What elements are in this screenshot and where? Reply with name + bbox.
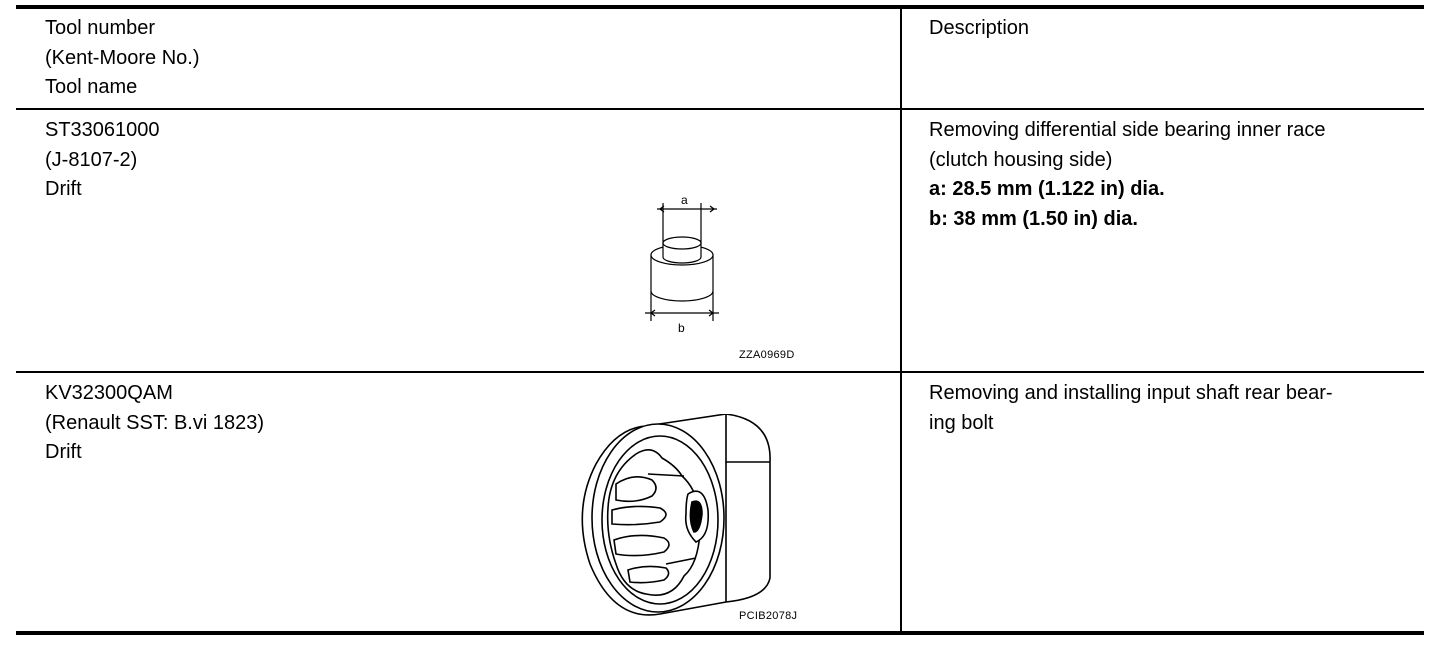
drift-tool-illustration — [581, 414, 771, 616]
header-tool-name: Tool name — [45, 76, 138, 98]
row-2-illustration-code: PCIB2078J — [739, 610, 798, 622]
drift-dimension-illustration: a b — [645, 193, 719, 335]
row-2-tool-name: Drift — [45, 441, 82, 463]
row-divider — [16, 371, 1424, 373]
row-1-kent-moore-number: (J-8107-2) — [45, 148, 138, 171]
row-2-description-line-1: Removing and installing input shaft rear… — [929, 382, 1333, 404]
row-1-illustration-code: ZZA0969D — [739, 349, 795, 361]
header-description: Description — [929, 17, 1030, 39]
header-tool-number: Tool number — [45, 17, 156, 39]
dimension-label-b: b — [678, 321, 685, 335]
row-1-spec-b: b: 38 mm (1.50 in) dia. — [929, 207, 1138, 230]
row-1-tool-number: ST33061000 — [45, 119, 160, 141]
header-row-divider — [16, 108, 1424, 110]
row-1-tool-name: Drift — [45, 178, 82, 200]
row-2-tool-number: KV32300QAM — [45, 382, 173, 404]
row-2-description-cell: Removing and installing input shaft rear… — [929, 379, 1333, 438]
row-2-tool-cell: KV32300QAM (Renault SST: B.vi 1823) Drif… — [45, 379, 264, 468]
row-2-description-line-2: ing bolt — [929, 411, 994, 434]
row-1-tool-cell: ST33061000 (J-8107-2) Drift — [45, 116, 160, 205]
row-1-description-line-1: Removing differential side bearing inner… — [929, 119, 1326, 141]
dimension-label-a: a — [681, 193, 688, 207]
row-1-description-line-2: (clutch housing side) — [929, 148, 1113, 171]
header-tool-cell: Tool number (Kent-Moore No.) Tool name — [45, 14, 200, 103]
special-tools-table: Tool number (Kent-Moore No.) Tool name D… — [16, 5, 1424, 635]
row-1-spec-a: a: 28.5 mm (1.122 in) dia. — [929, 178, 1165, 200]
column-divider — [900, 9, 902, 631]
row-2-kent-moore-number: (Renault SST: B.vi 1823) — [45, 411, 264, 434]
row-1-description-cell: Removing differential side bearing inner… — [929, 116, 1326, 234]
header-kent-moore-number: (Kent-Moore No.) — [45, 46, 200, 69]
header-description-cell: Description — [929, 14, 1029, 44]
